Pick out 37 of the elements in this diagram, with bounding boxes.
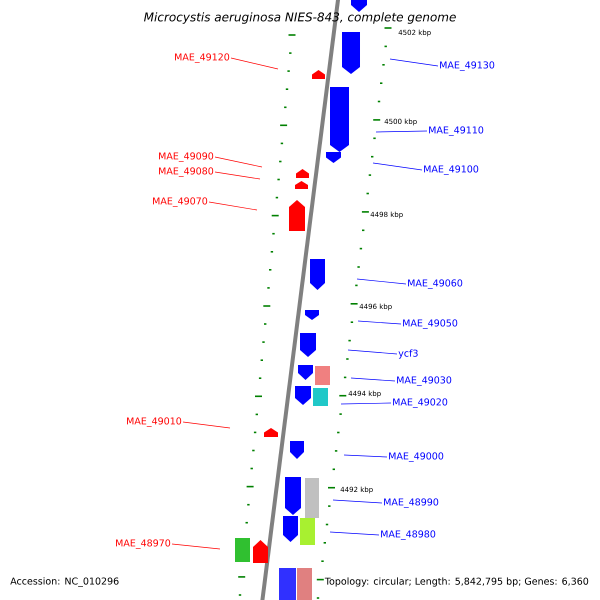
leader-line — [214, 156, 262, 168]
leader-line — [208, 202, 258, 210]
gene-label: MAE_49060 — [408, 279, 462, 289]
leader-line — [358, 320, 402, 324]
gene-label: MAE_49120 — [175, 53, 230, 63]
leader-line — [350, 378, 396, 382]
gene-label: MAE_48970 — [116, 539, 170, 549]
gene-label: MAE_48980 — [381, 530, 436, 540]
leader-line — [332, 500, 382, 504]
leader-line — [344, 454, 388, 458]
gene-label: MAE_49110 — [429, 126, 484, 136]
gene-label: MAE_49090 — [159, 152, 214, 162]
gene-label: MAE_49070 — [153, 197, 208, 207]
leader-line — [356, 278, 406, 284]
leader-line — [214, 172, 260, 180]
leader-line — [372, 162, 422, 170]
gene-label: MAE_48990 — [384, 498, 438, 508]
gene-label: MAE_49000 — [389, 452, 444, 462]
genome-info-text: Topology: circular; Length: 5,842,795 bp; Genes: 6,360 — [324, 577, 588, 587]
gene-label: MAE_49050 — [403, 319, 458, 329]
accession-text: Accession: NC_010296 — [10, 577, 119, 587]
leader-line — [390, 58, 438, 66]
gene-label: MAE_49080 — [159, 167, 214, 177]
leader-line — [230, 58, 278, 70]
leader-line — [330, 532, 380, 536]
gene-label: MAE_49130 — [440, 61, 494, 71]
title: Microcystis aeruginosa NIES-843, complete genome — [144, 12, 456, 24]
gene-label: MAE_49030 — [397, 376, 452, 386]
gene-label: ycf3 — [398, 349, 418, 359]
leader-line — [182, 422, 230, 428]
leader-line — [376, 130, 428, 132]
leader-line — [172, 544, 220, 550]
gene-label: MAE_49010 — [127, 417, 182, 427]
gene-label: MAE_49100 — [424, 165, 478, 175]
leader-line — [348, 350, 398, 354]
gene-label: MAE_49020 — [393, 398, 448, 408]
leader-line — [340, 402, 392, 404]
